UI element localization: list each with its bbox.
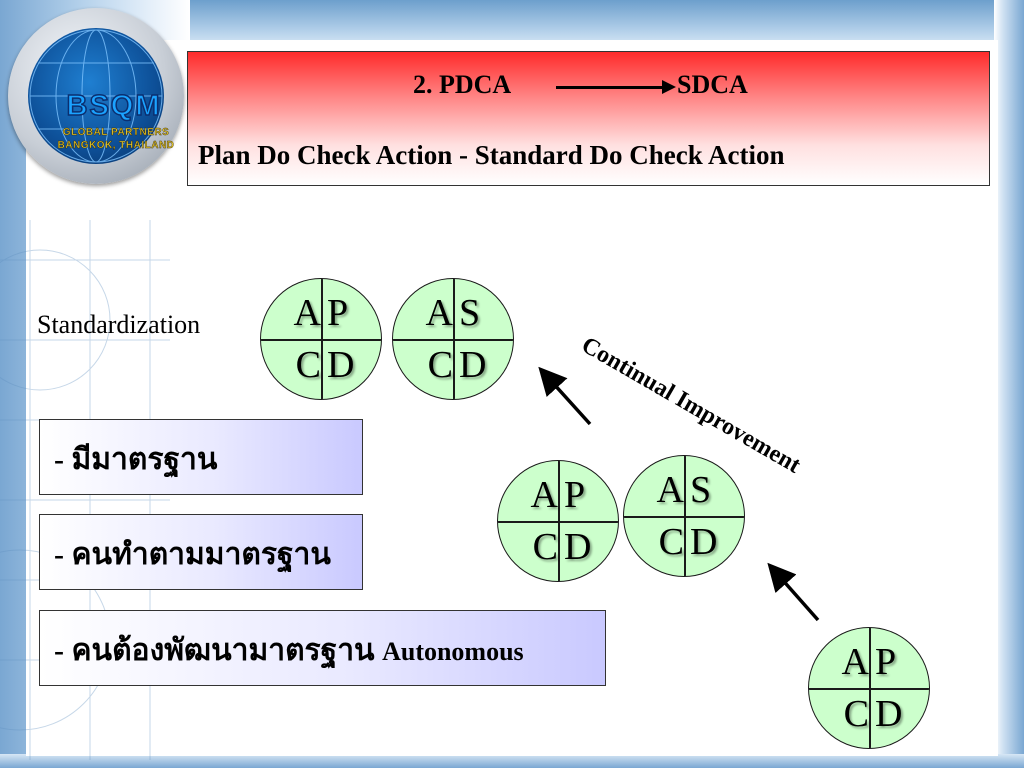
cycle-circle-2: A S C D [392, 278, 514, 400]
globe-grid-icon [29, 29, 163, 163]
title-subtitle: Plan Do Check Action - Standard Do Check… [198, 140, 785, 170]
cycle-quadrant-bl: C [427, 344, 453, 386]
bullet-text: - คนต้องพัฒนามาตรฐาน [54, 634, 383, 667]
cycle-quadrant-tl: A [656, 469, 684, 511]
cycle-quadrant-bl: C [532, 526, 558, 568]
logo-name: BSQM [66, 89, 162, 123]
cycle-quadrant-br: D [690, 521, 718, 563]
cycle-quadrant-tr: P [327, 292, 349, 334]
cycle-quadrant-tr: P [875, 641, 897, 683]
standardization-label: Standardization [37, 310, 201, 339]
cycle-quadrant-tr: S [690, 469, 712, 511]
bullet-box-2: - คนทำตามมาตรฐาน [39, 514, 363, 590]
cycle-circle-3: A P C D [497, 460, 619, 582]
cycle-quadrant-tl: A [293, 292, 321, 334]
cycle-quadrant-br: D [459, 344, 487, 386]
cycle-quadrant-br: D [875, 693, 903, 735]
cycle-quadrant-tl: A [530, 474, 558, 516]
cycle-quadrant-bl: C [658, 521, 684, 563]
cycle-quadrant-tr: S [459, 292, 481, 334]
bullet-text: - คนทำตามมาตรฐาน [54, 538, 331, 571]
bullet-text-container: - คนต้องพัฒนามาตรฐาน Autonomous [54, 627, 524, 674]
title-box: 2. PDCA SDCA Plan Do Check Action - Stan… [187, 51, 990, 186]
cycle-circle-4: A S C D [623, 455, 745, 577]
logo-line-2: BANGKOK, THAILAND [57, 140, 175, 151]
cycle-quadrant-bl: C [843, 693, 869, 735]
title-pdca: 2. PDCA [413, 70, 512, 99]
cycle-divider-horizontal [498, 521, 618, 523]
bullet-suffix: Autonomous [382, 637, 524, 666]
title-sdca: SDCA [677, 70, 748, 99]
cycle-circle-5: A P C D [808, 627, 930, 749]
logo-line-1: GLOBAL PARTNERS [62, 127, 170, 138]
background-frame-bottom [0, 754, 1024, 768]
bullet-box-3: - คนต้องพัฒนามาตรฐาน Autonomous [39, 610, 606, 686]
cycle-divider-horizontal [261, 339, 381, 341]
cycle-quadrant-br: D [327, 344, 355, 386]
cycle-divider-horizontal [809, 688, 929, 690]
cycle-quadrant-tr: P [564, 474, 586, 516]
title-arrow-head-icon [662, 80, 676, 94]
background-frame-right [994, 0, 1024, 768]
cycle-divider-horizontal [624, 516, 744, 518]
bullet-text: - มีมาตรฐาน [54, 443, 218, 476]
cycle-circle-1: A P C D [260, 278, 382, 400]
cycle-quadrant-tl: A [425, 292, 453, 334]
cycle-divider-horizontal [393, 339, 513, 341]
cycle-quadrant-bl: C [295, 344, 321, 386]
title-arrow-shaft [556, 86, 668, 89]
cycle-quadrant-br: D [564, 526, 592, 568]
cycle-quadrant-tl: A [841, 641, 869, 683]
bsqm-logo: BSQM GLOBAL PARTNERS BANGKOK, THAILAND [8, 8, 188, 188]
bullet-box-1: - มีมาตรฐาน [39, 419, 363, 495]
globe-icon [28, 28, 164, 164]
